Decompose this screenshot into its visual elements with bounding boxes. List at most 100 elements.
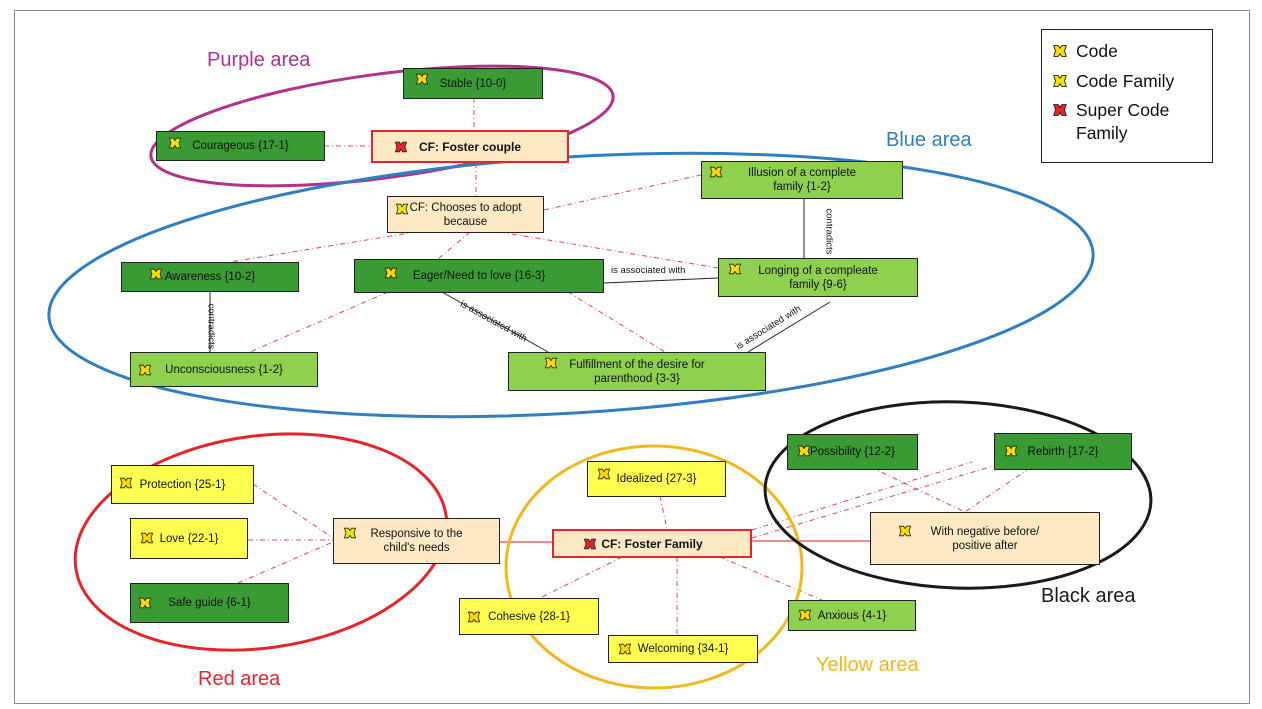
node-label: Protection {25-1} [139,478,226,491]
link-longing-fulfillment [747,301,831,353]
super-code-family-icon [394,141,408,153]
node-label: Responsive to the child's needs [370,528,463,554]
code-family-icon [168,137,182,149]
legend: Code Code Family Super Code Family [1041,29,1213,163]
link-chooses-longing [499,231,719,269]
code-icon [798,609,812,621]
node-label: Courageous {17-1} [192,140,289,152]
node-label: CF: Foster couple [418,139,521,154]
edge-label-contradicts: contradicts [205,303,217,350]
node-label: Safe guide {6-1} [168,597,251,609]
node-illusion[interactable]: Illusion of a complete family {1-2} [701,161,903,199]
legend-label: Code Family [1076,71,1175,91]
black-area-ellipse [763,400,1153,590]
node-label: Welcoming {34-1} [637,643,729,655]
legend-label: Code [1076,41,1118,61]
legend-item-super-code-family: Super Code Family [1051,99,1169,145]
node-responsive[interactable]: Responsive to the child's needs [333,518,500,564]
node-cohesive[interactable]: Cohesive {28-1} [459,598,599,635]
node-safe-guide[interactable]: Safe guide {6-1} [130,583,289,623]
link-rebirth-negative [964,467,1031,513]
diagram-frame [14,10,1250,704]
code-icon [544,357,558,369]
code-family-icon [343,527,357,539]
node-eager[interactable]: Eager/Need to love {16-3} [354,259,604,293]
node-label: CF: Chooses to adopt because [409,201,522,228]
node-cf-chooses[interactable]: CF: Chooses to adopt because [387,196,544,233]
legend-item-code-family: Code Family [1051,70,1174,93]
code-family-icon [1053,75,1067,87]
node-label: CF: Foster Family [601,536,703,551]
node-idealized[interactable]: Idealized {27-3} [587,461,726,497]
code-icon [415,73,429,85]
code-icon [138,597,152,609]
node-label: Cohesive {28-1} [488,610,570,623]
code-icon [149,268,163,280]
code-icon [138,364,152,376]
node-cf-foster-couple[interactable]: CF: Foster couple [371,130,569,163]
node-label: Anxious {4-1} [817,609,887,622]
link-eager-unconscious [249,291,389,353]
link-eager-fulfillment-assoc [441,291,549,353]
node-negative-before[interactable]: With negative before/ positive after [870,512,1100,565]
node-label: Unconsciousness {1-2} [165,363,283,376]
link-safeguide-responsive [237,541,334,584]
link-possibility-negative [859,461,966,513]
node-label: Love {22-1} [159,532,219,545]
node-label: Longing of a compleate family {9-6} [758,264,878,291]
node-protection[interactable]: Protection {25-1} [111,465,254,504]
node-label: Stable {10-0} [439,77,507,90]
code-icon [1004,445,1018,457]
red-area-ellipse [73,432,449,652]
link-eager-fulfillment [567,291,666,353]
yellow-area-ellipse [504,444,804,690]
node-awareness[interactable]: Awareness {10-2} [121,262,299,292]
link-family-anxious [719,556,823,601]
node-stable[interactable]: Stable {10-0} [403,68,543,99]
node-label: Awareness {10-2} [164,271,256,283]
code-icon [140,532,154,544]
link-eager-longing [603,277,719,284]
node-anxious[interactable]: Anxious {4-1} [788,600,916,631]
node-courageous[interactable]: Courageous {17-1} [156,131,325,161]
code-icon [597,468,611,480]
purple-area-ellipse [149,64,615,188]
blue-area-label: Blue area [886,129,972,151]
labeled-links [209,198,831,353]
code-icon [1053,45,1067,57]
code-icon [384,267,398,279]
super-code-family-icon [583,538,597,550]
code-icon [728,263,742,275]
node-label: Fulfillment of the desire for parenthood… [569,358,705,385]
node-label: Eager/Need to love {16-3} [412,270,546,282]
link-chooses-illusion [543,174,702,211]
code-icon [797,445,811,457]
super-code-family-icon [1053,104,1067,116]
node-label: Possibility {12-2} [809,446,896,458]
node-welcoming[interactable]: Welcoming {34-1} [608,635,758,663]
node-possibility[interactable]: Possibility {12-2} [787,434,918,470]
code-icon [119,477,133,489]
node-unconsciousness[interactable]: Unconsciousness {1-2} [130,352,318,387]
link-chooses-eager [437,231,471,260]
link-family-cohesive [539,556,623,599]
node-rebirth[interactable]: Rebirth {17-2} [994,433,1132,470]
node-longing[interactable]: Longing of a compleate family {9-6} [718,258,918,297]
red-area-label: Red area [198,668,281,690]
node-fulfillment[interactable]: Fulfillment of the desire for parenthood… [508,352,766,391]
legend-label: Super Code Family [1076,100,1170,143]
node-cf-foster-family[interactable]: CF: Foster Family [552,529,752,558]
black-area-label: Black area [1041,585,1136,607]
node-label: With negative before/ positive after [930,525,1040,552]
link-protection-responsive [252,483,334,539]
edge-label-associated: is associated with [611,265,686,276]
code-icon [618,643,632,655]
purple-area-label: Purple area [207,49,311,71]
code-icon [709,166,723,178]
link-chooses-awareness [229,231,417,263]
code-family-icon [395,203,409,215]
node-label: Idealized {27-3} [616,473,697,485]
code-family-icon [898,525,912,537]
node-love[interactable]: Love {22-1} [130,518,248,559]
code-icon [467,611,481,623]
